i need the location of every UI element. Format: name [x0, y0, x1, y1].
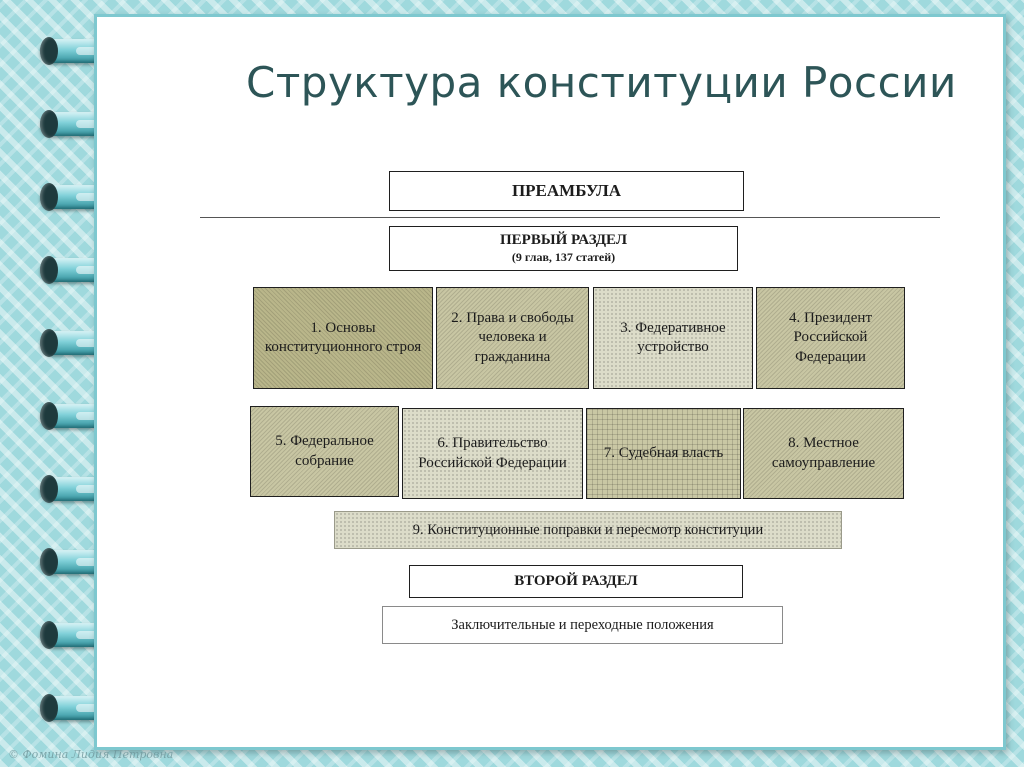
page-title: Структура конституции России	[246, 58, 957, 107]
chapter-2-box: 2. Права и свободы человека и гражданина	[436, 287, 589, 389]
chapter-6-box: 6. Правительство Российской Федерации	[402, 408, 583, 499]
second-section-box: ВТОРОЙ РАЗДЕЛ	[409, 565, 743, 598]
chapter-7-box: 7. Судебная власть	[586, 408, 741, 499]
final-provisions-box: Заключительные и переходные положения	[382, 606, 783, 644]
divider-line	[200, 217, 940, 218]
spiral-ring-icon	[40, 692, 146, 724]
chapter-1-box: 1. Основы конституционного строя	[253, 287, 433, 389]
first-section-label: ПЕРВЫЙ РАЗДЕЛ	[500, 231, 627, 248]
chapter-4-box: 4. Президент Российской Федерации	[756, 287, 905, 389]
first-section-box: ПЕРВЫЙ РАЗДЕЛ (9 глав, 137 статей)	[389, 226, 738, 271]
chapter-5-box: 5. Федеральное собрание	[250, 406, 399, 497]
chapter-8-box: 8. Местное самоуправление	[743, 408, 904, 499]
author-signature: © Фомина Лидия Петровна	[8, 748, 174, 761]
preamble-box: ПРЕАМБУЛА	[389, 171, 744, 211]
chapter-3-box: 3. Федеративное устройство	[593, 287, 753, 389]
first-section-detail: (9 глав, 137 статей)	[511, 250, 616, 265]
chapter-9-box: 9. Конституционные поправки и пересмотр …	[334, 511, 842, 549]
